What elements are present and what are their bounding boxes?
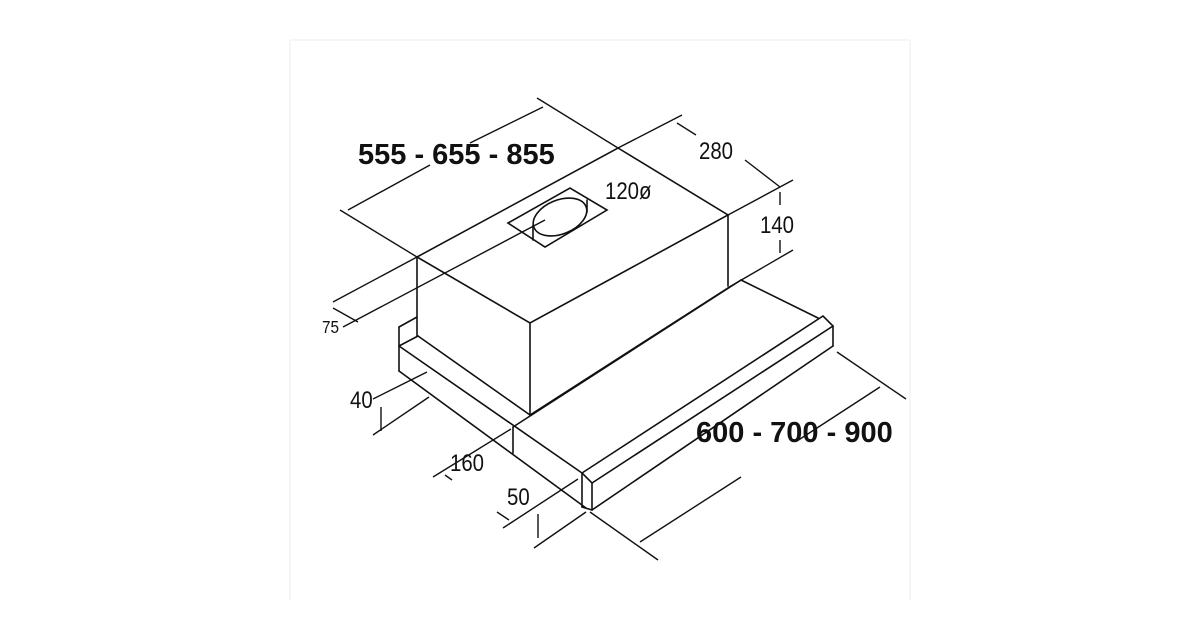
duct-outlet	[506, 187, 609, 248]
background-frame	[289, 39, 911, 600]
dimension-width	[589, 351, 907, 561]
label-width: 600 - 700 - 900	[696, 417, 893, 449]
label-handle-height: 50	[507, 483, 530, 510]
label-length-top: 555 - 655 - 855	[358, 139, 555, 171]
dimension-depth	[617, 114, 794, 216]
dimension-height	[730, 192, 794, 287]
label-duct-diameter: 120ø	[605, 177, 652, 204]
extractor-tray	[398, 279, 819, 509]
dimension-duct-offset	[332, 219, 546, 328]
dimension-length-top	[339, 97, 619, 258]
dimension-handle-height	[533, 511, 587, 549]
label-height: 140	[760, 211, 794, 238]
front-handle	[580, 314, 835, 511]
label-tray-depth: 160	[450, 449, 484, 476]
label-tray-height: 40	[350, 386, 373, 413]
label-depth: 280	[699, 137, 733, 164]
dimension-tray-depth	[432, 428, 579, 529]
label-duct-offset: 75	[322, 317, 339, 337]
dimension-tray-height	[372, 371, 430, 436]
hood-body	[415, 147, 732, 416]
